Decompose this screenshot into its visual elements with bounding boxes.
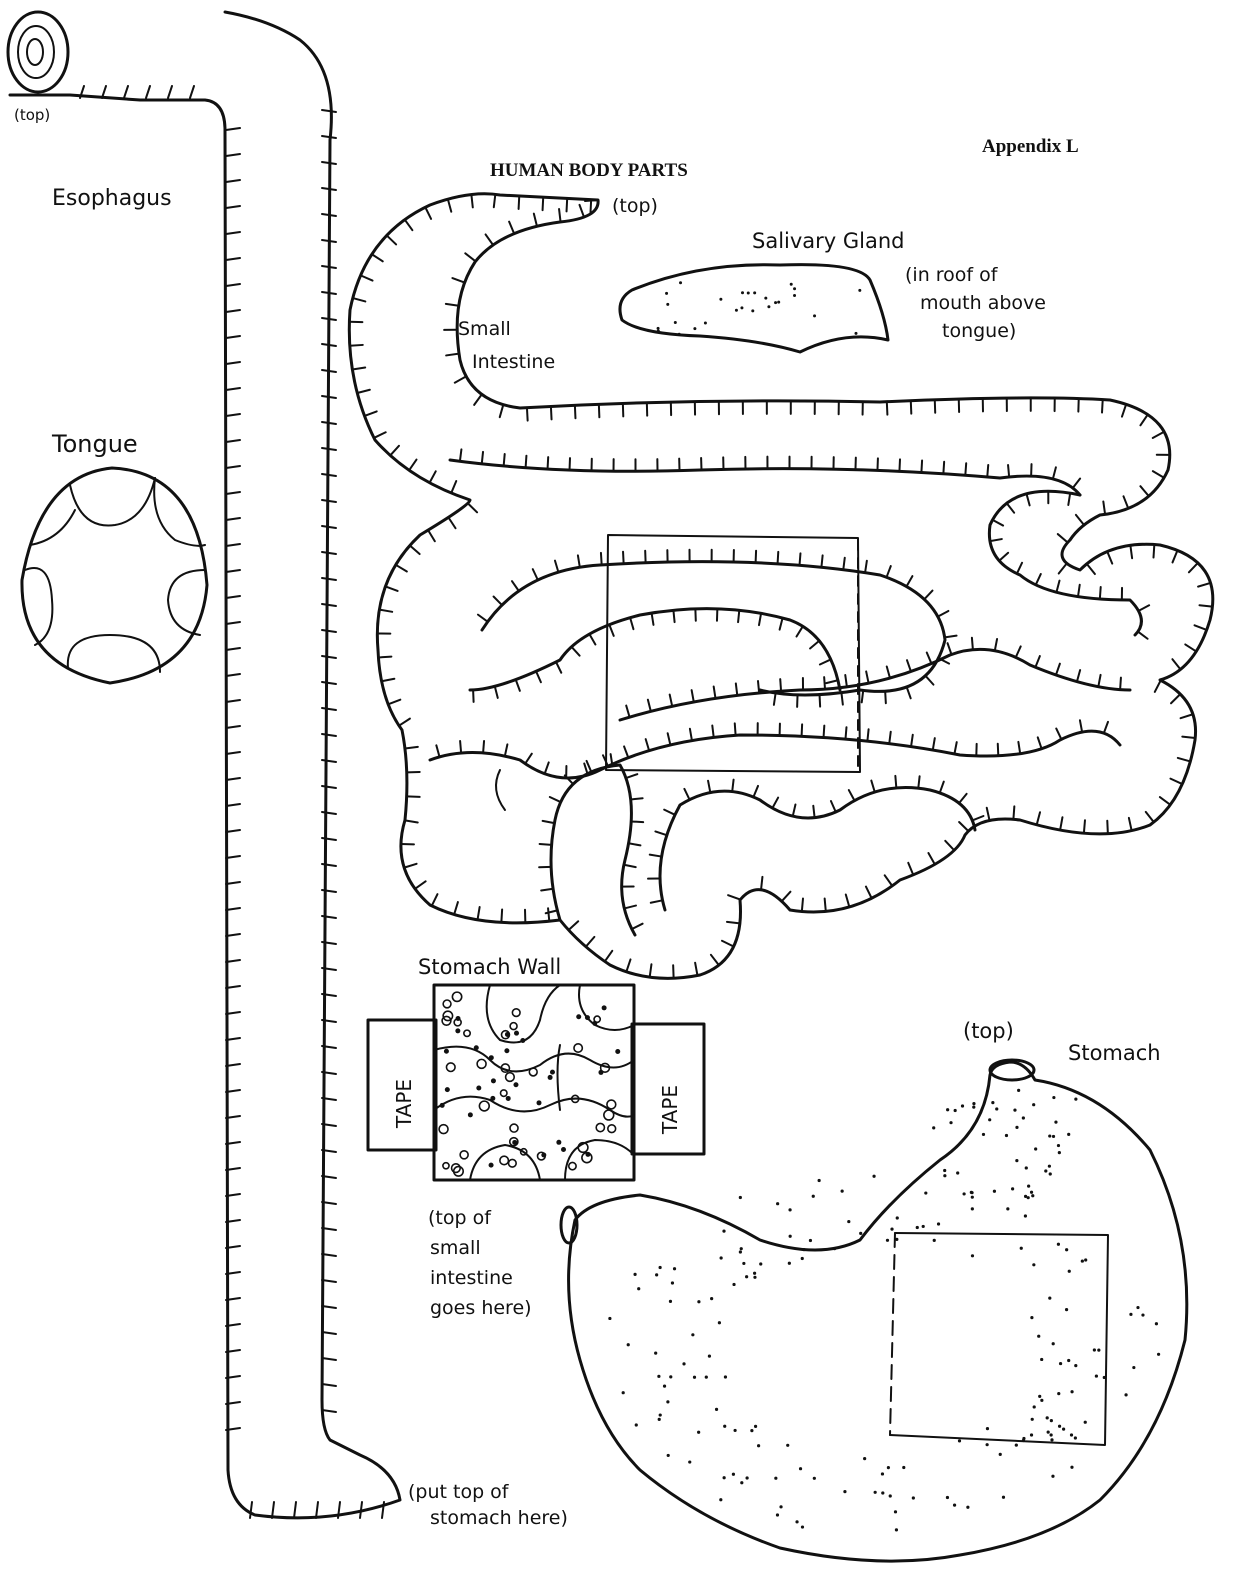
esophagus-top-rings bbox=[8, 12, 68, 92]
page-title: HUMAN BODY PARTS bbox=[490, 160, 688, 181]
small-intestine-coil-3 bbox=[482, 562, 945, 695]
small-intestine-coil-7 bbox=[551, 765, 635, 935]
tongue-papilla-left bbox=[25, 568, 52, 645]
salivary-gland-label: Salivary Gland bbox=[752, 229, 905, 253]
small-intestine-fold bbox=[496, 770, 505, 810]
tongue-papilla-bottom bbox=[68, 635, 160, 672]
stomach-note-line1: (put top of bbox=[408, 1481, 510, 1503]
tongue-papilla-top bbox=[70, 478, 155, 526]
appendix-label: Appendix L bbox=[982, 136, 1079, 157]
salivary-gland-cutout: Salivary Gland (in roof of mouth above t… bbox=[620, 229, 1046, 352]
small-intestine-coil-5 bbox=[620, 649, 1130, 720]
stomach-wall-texture bbox=[439, 992, 620, 1176]
stomach-outline bbox=[569, 1062, 1187, 1561]
stomach-glue-box bbox=[890, 1233, 1108, 1445]
salivary-note-line3: tongue) bbox=[942, 320, 1016, 342]
salivary-note-line1: (in roof of bbox=[905, 264, 999, 286]
small-intestine-coil-1 bbox=[450, 460, 1080, 495]
small-intestine-top-label: (top) bbox=[612, 195, 658, 217]
tape-left-label: TAPE bbox=[392, 1079, 416, 1129]
salivary-gland-texture bbox=[657, 281, 862, 335]
small-int-note-line1: (top of bbox=[428, 1207, 492, 1229]
stomach-wall-cutout: Stomach Wall TAPE TAPE (top of small int… bbox=[368, 955, 704, 1319]
small-int-note-line3: intestine bbox=[430, 1267, 513, 1289]
esophagus-wall-ticks bbox=[80, 86, 384, 1518]
salivary-note-line2: mouth above bbox=[920, 292, 1046, 314]
stomach-cutout: (top) Stomach (put top of stomach here) bbox=[408, 1019, 1187, 1561]
small-int-note-line2: small bbox=[430, 1237, 481, 1259]
small-intestine-cutout: (top) Small Intestine bbox=[349, 194, 1213, 979]
esophagus-cutout: (top) Esophagus bbox=[8, 12, 400, 1518]
tongue-papilla-right bbox=[168, 570, 205, 635]
salivary-gland-outline bbox=[620, 265, 888, 352]
tongue-cutout: Tongue bbox=[22, 430, 207, 683]
tongue-label: Tongue bbox=[51, 430, 138, 458]
small-intestine-label-line1: Small bbox=[458, 318, 511, 340]
stomach-glue-fold-line bbox=[890, 1233, 895, 1435]
small-intestine-coil-4 bbox=[470, 609, 840, 690]
esophagus-outline bbox=[10, 12, 400, 1518]
small-intestine-wall-ticks bbox=[349, 194, 1212, 978]
esophagus-top-label: (top) bbox=[14, 106, 50, 124]
stomach-wall-label: Stomach Wall bbox=[418, 955, 561, 979]
esophagus-label: Esophagus bbox=[52, 186, 172, 211]
stomach-top-label: (top) bbox=[963, 1019, 1014, 1043]
small-intestine-outer-outline bbox=[349, 194, 1213, 979]
small-intestine-label-line2: Intestine bbox=[472, 351, 555, 373]
stomach-label: Stomach bbox=[1068, 1041, 1161, 1065]
tape-right-label: TAPE bbox=[658, 1085, 682, 1135]
stomach-note-line2: stomach here) bbox=[430, 1507, 568, 1529]
small-intestine-coil-8 bbox=[660, 788, 975, 911]
small-int-note-line4: goes here) bbox=[430, 1297, 532, 1319]
